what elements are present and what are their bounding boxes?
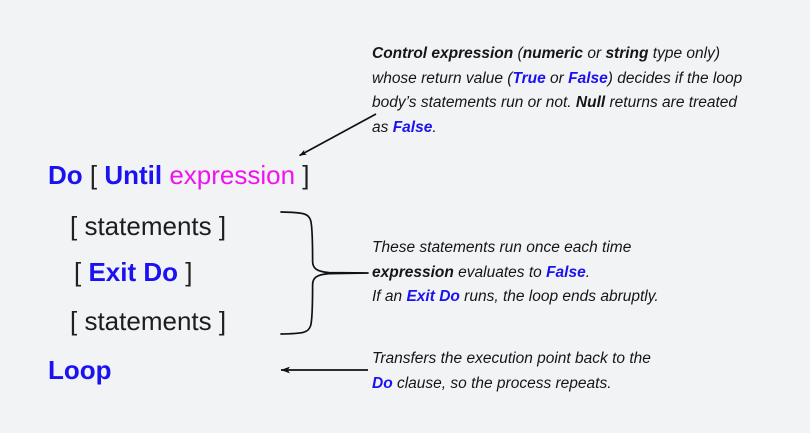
annot-mid-l2-r1: Exit Do (406, 288, 460, 305)
annot-bottom-line-0: Transfers the execution point back to th… (372, 347, 772, 372)
annot-top-run-11: returns are treated as (372, 94, 738, 136)
annot-top-run-13: . (432, 118, 437, 136)
code-line-statements-1: [ statements ] (70, 211, 226, 241)
annot-top-run-9: ) decides if the loop body’s statements … (372, 69, 743, 112)
annot-bottom-l0-r0: Transfers the execution point back to th… (372, 350, 651, 367)
arrow-to-expression (299, 113, 377, 157)
annot-top-run-7: or (545, 69, 569, 87)
annot-top-run-1: ( (513, 45, 523, 62)
annot-mid-l2-r0: If an (372, 288, 407, 305)
annot-top-run-12: False (392, 118, 433, 136)
annot-bottom-line-1: Do clause, so the process repeats. (372, 372, 772, 397)
bracket-close-st1: ] (211, 211, 227, 241)
code-line-exit-do: [ Exit Do ] (74, 257, 192, 287)
code-line-do-clause: Do [ Until expression ] (48, 160, 310, 190)
annot-bottom-l1-r0: Do (372, 374, 393, 392)
token-expression: expression (169, 160, 296, 190)
annotation-loop-clause: Transfers the execution point back to th… (372, 347, 772, 396)
annot-top-run-3: or (583, 45, 606, 62)
annot-mid-l1-r3: . (585, 263, 591, 281)
annot-mid-l0-r0: These statements run once each time (372, 239, 632, 256)
annot-mid-l1-r0: expression (372, 263, 454, 281)
bracket-open-st2: [ (70, 306, 85, 336)
bracket-open-until: [ (82, 160, 105, 190)
token-statements-1: statements (84, 211, 212, 241)
annot-mid-l1-r1: evaluates to (453, 263, 547, 281)
keyword-do: Do (48, 160, 83, 190)
annot-top-run-8: False (568, 69, 608, 87)
bracket-close-exit: ] (178, 257, 193, 287)
annot-mid-line-1: expression evaluates to False. (372, 261, 772, 286)
code-line-statements-2: [ statements ] (70, 306, 226, 336)
bracket-open-st1: [ (70, 211, 85, 241)
token-statements-2: statements (84, 306, 212, 336)
annot-top-run-0: Control expression (372, 45, 514, 62)
bracket-close-st2: ] (211, 306, 227, 336)
bracket-open-exit: [ (74, 257, 89, 287)
annot-bottom-l1-r1: clause, so the process repeats. (392, 374, 612, 392)
annot-mid-l1-r2: False (546, 263, 586, 281)
annot-top-run-5: type only) whose return value ( (372, 45, 721, 87)
annot-mid-l2-r2: runs, the loop ends abruptly. (459, 288, 659, 305)
code-line-loop-clause: Loop (48, 355, 112, 385)
annot-top-run-10: Null (575, 94, 606, 111)
annot-top-run-4: string (605, 45, 649, 62)
annot-mid-line-0: These statements run once each time (372, 236, 772, 261)
keyword-exit-do: Exit Do (88, 257, 179, 287)
annot-top-run-2: numeric (522, 45, 584, 62)
annotation-expression: Control expression (numeric or string ty… (372, 42, 744, 140)
keyword-until: Until (104, 160, 163, 190)
brace-loop-body (280, 211, 369, 335)
keyword-loop: Loop (48, 355, 112, 385)
annotation-loop-body: These statements run once each time expr… (372, 236, 772, 310)
bracket-close-until: ] (295, 160, 310, 190)
annot-mid-line-2: If an Exit Do runs, the loop ends abrupt… (372, 285, 772, 310)
annot-top-run-6: True (512, 69, 546, 87)
